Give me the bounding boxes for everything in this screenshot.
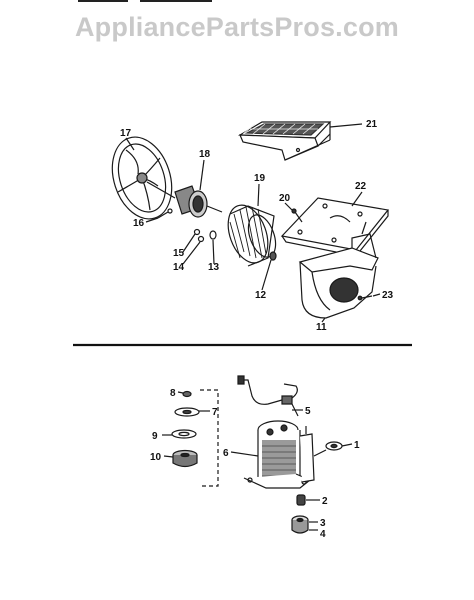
top-rule-middle (140, 0, 212, 2)
part-23-screw (357, 295, 373, 301)
part-5-overload-wiring (237, 375, 299, 417)
part-16-screw (157, 208, 173, 219)
part-6-compressor (243, 420, 327, 489)
callout-19: 19 (254, 173, 266, 184)
leader-20 (284, 202, 293, 211)
part-20-screw (291, 208, 303, 223)
callout-11: 11 (316, 322, 327, 333)
leader-15 (182, 233, 196, 253)
part-14-washer (197, 235, 205, 243)
watermark: AppliancePartsPros.com (74, 12, 399, 42)
callout-15: 15 (173, 248, 185, 259)
leader-17 (125, 137, 135, 151)
leader-21 (329, 123, 363, 128)
callout-16: 16 (133, 218, 145, 229)
leader-16 (145, 217, 159, 223)
part-22-bracket (280, 197, 390, 257)
part-21-grille (237, 121, 332, 161)
callout-4: 4 (320, 529, 326, 540)
part-18-fan-motor (146, 181, 223, 218)
callout-10: 10 (150, 452, 162, 463)
part-11-blower-housing (298, 221, 379, 319)
leader-14 (182, 241, 201, 265)
leader-8 (177, 391, 184, 394)
callout-1: 1 (354, 440, 360, 451)
part-7-washer (174, 407, 200, 417)
callout-13: 13 (208, 262, 220, 273)
leader-23 (372, 293, 381, 297)
part-13-nut (209, 230, 217, 240)
part-10-mount (172, 449, 198, 468)
part-19-blower-wheel (227, 204, 277, 267)
leader-13 (212, 239, 215, 265)
callout-18: 18 (199, 149, 211, 160)
part-12-nut (269, 251, 277, 261)
callout-7: 7 (212, 407, 218, 418)
leader-11 (321, 317, 326, 323)
leader-6 (230, 451, 259, 457)
leader-19 (257, 183, 260, 207)
callout-14: 14 (173, 262, 185, 273)
top-rule-left (78, 0, 128, 2)
part-1-grommet (325, 441, 343, 451)
leader-10 (163, 455, 174, 458)
part-8-cap (182, 390, 192, 398)
leader-1 (341, 443, 353, 447)
callout-22: 22 (355, 181, 367, 192)
part-9-grommet (171, 429, 197, 439)
callout-8: 8 (170, 388, 176, 399)
leader-12 (261, 259, 272, 291)
callout-12: 12 (255, 290, 267, 301)
callout-21: 21 (366, 119, 378, 130)
callout-20: 20 (279, 193, 291, 204)
part-3-nut (291, 515, 309, 534)
callout-6: 6 (223, 448, 229, 459)
callout-23: 23 (382, 290, 394, 301)
callout-5: 5 (305, 406, 311, 417)
assembly-dash-bracket (200, 389, 219, 487)
part-17-fan-blade (111, 136, 173, 220)
leader-22 (351, 191, 363, 207)
callout-9: 9 (152, 431, 158, 442)
callout-3: 3 (320, 518, 326, 529)
leader-18 (199, 159, 205, 191)
part-15-clip (193, 228, 201, 236)
part-2-sleeve (296, 494, 306, 506)
callout-17: 17 (120, 128, 132, 139)
callout-2: 2 (322, 496, 328, 507)
